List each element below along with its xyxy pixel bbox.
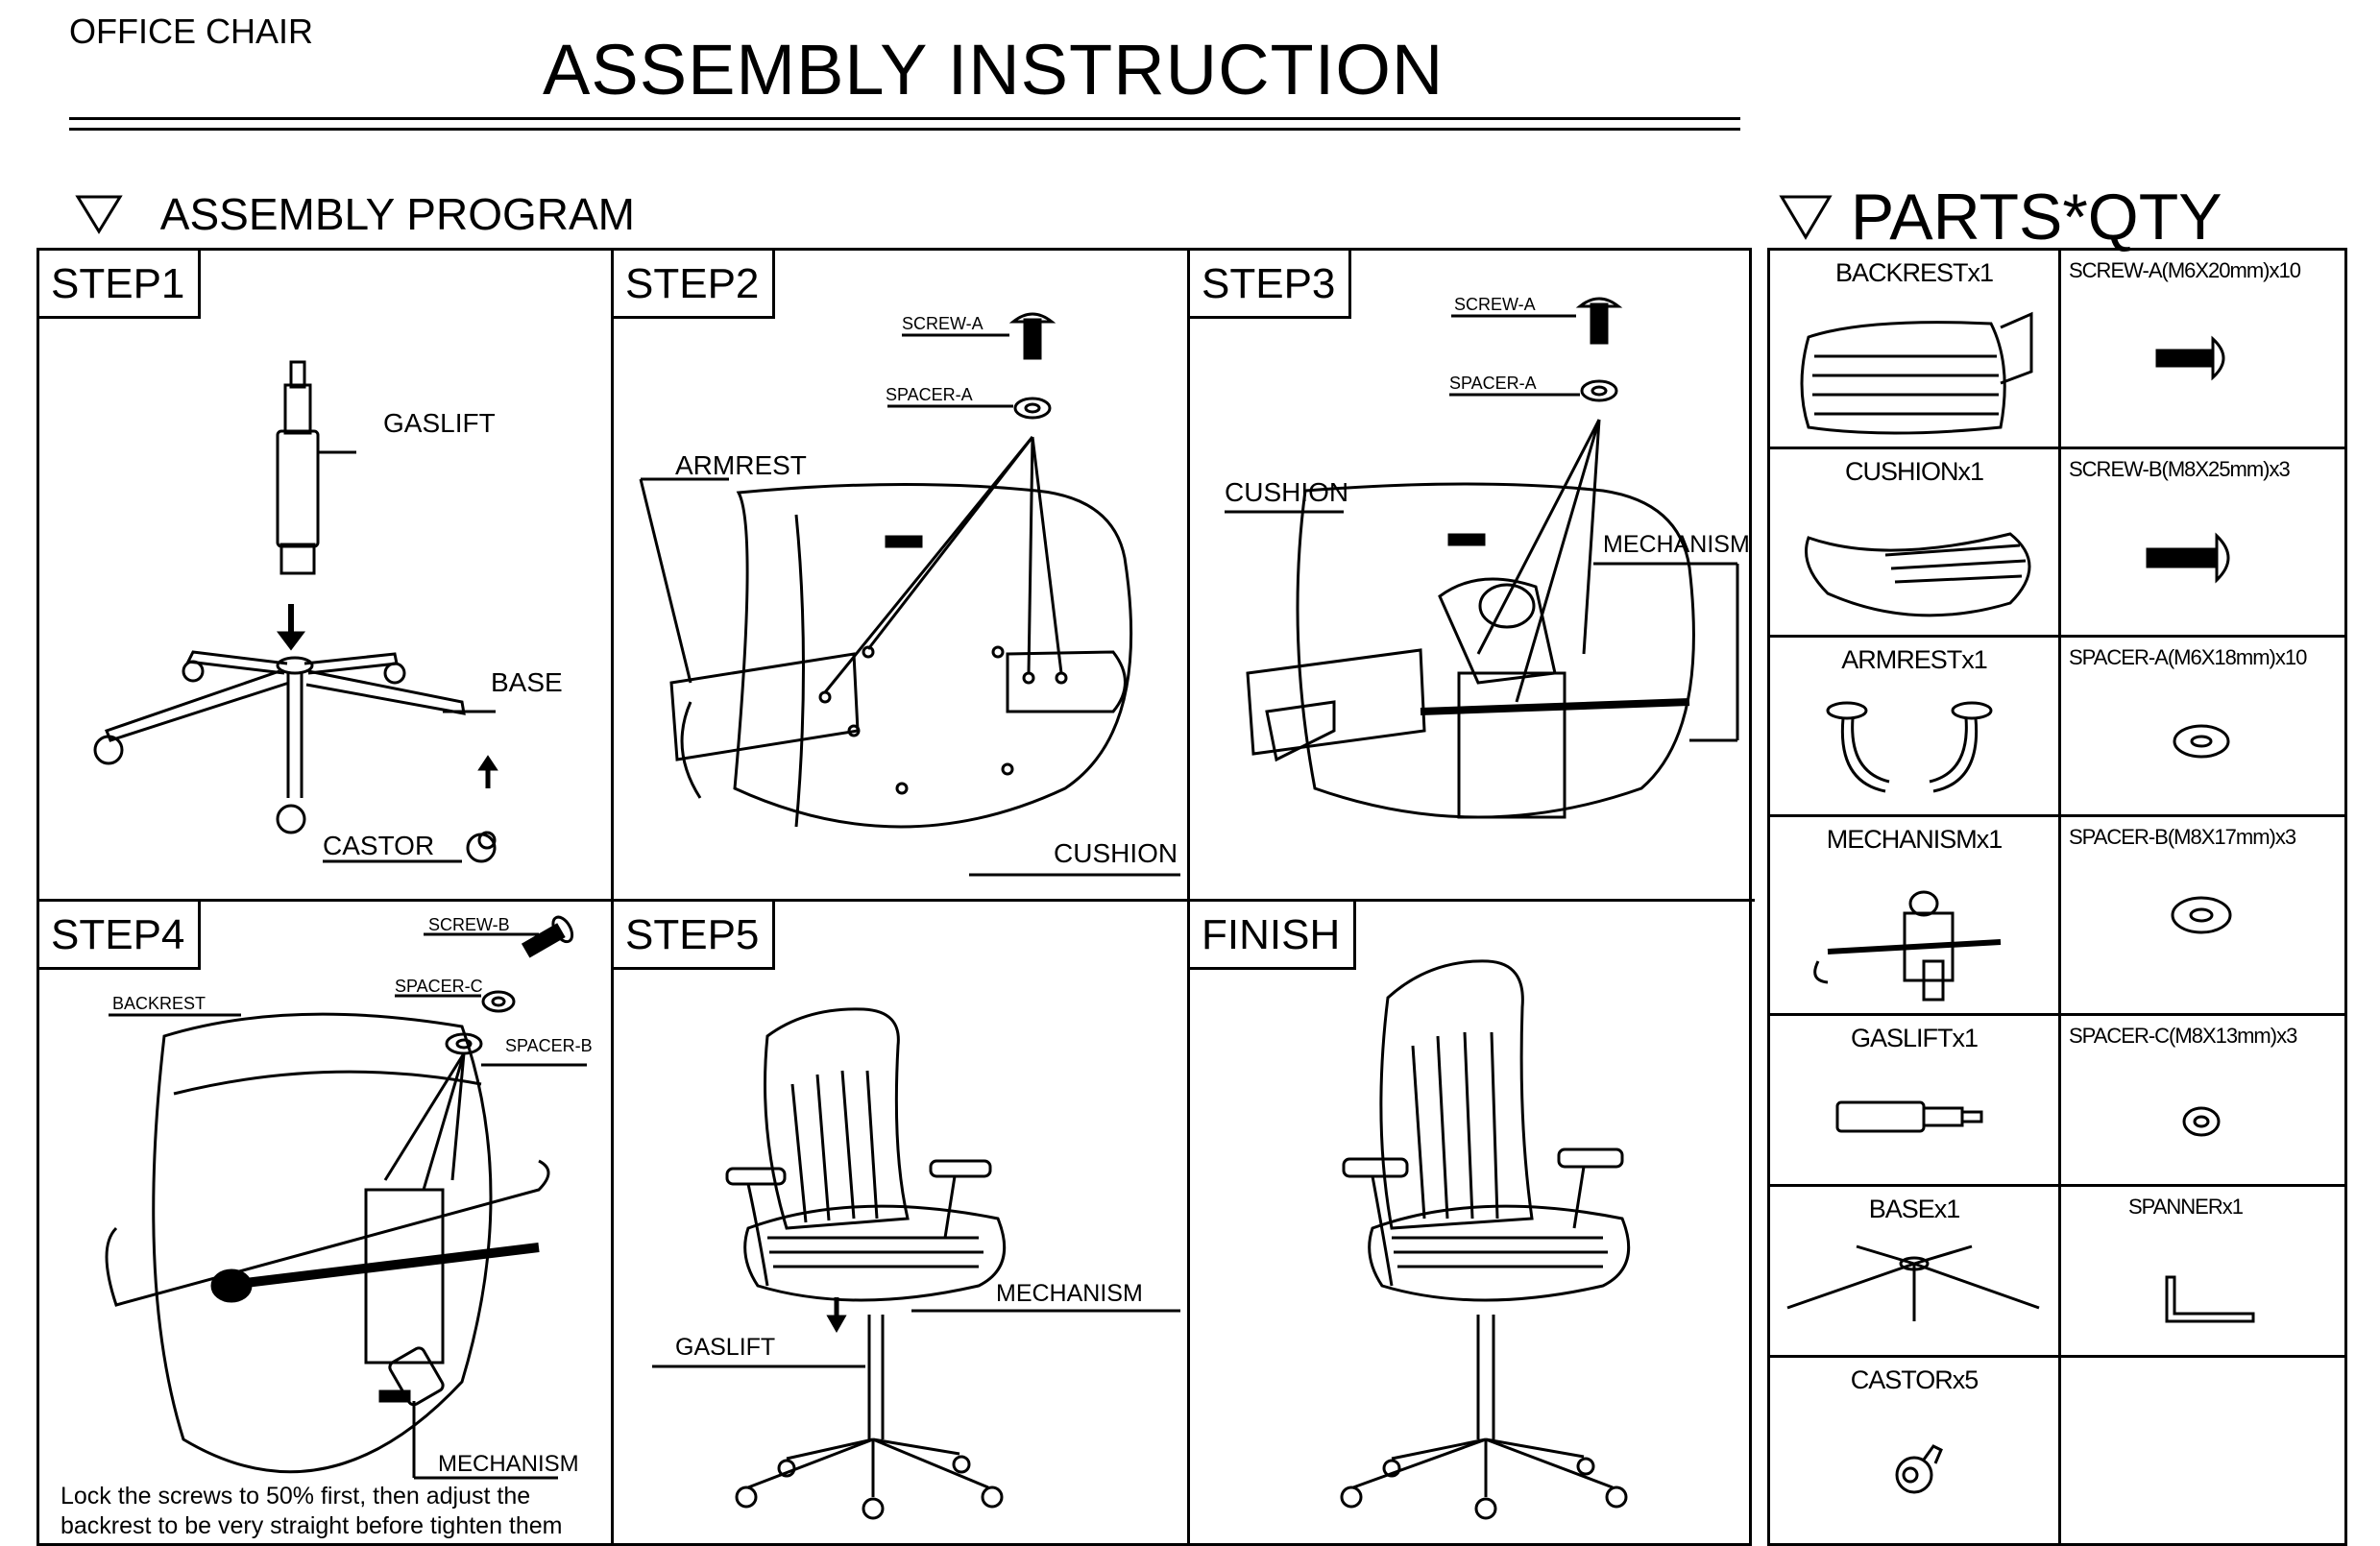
parts-heading: PARTS*QTY	[1779, 175, 2222, 254]
screw-a-icon	[2155, 335, 2225, 381]
label-screw-b: SCREW-B	[428, 915, 510, 934]
part-label: SPACER-C(M8X13mm)x3	[2069, 1024, 2297, 1048]
mechanism-icon	[1813, 890, 2002, 1002]
step2-panel: STEP2 SCREW-A SPACER-A A	[614, 251, 1190, 902]
part-spacer-b: SPACER-B(M8X17mm)x3	[2061, 817, 2344, 1016]
triangle-down-icon	[75, 195, 123, 234]
part-mechanism: MECHANISMx1	[1770, 817, 2061, 1016]
step-tag: STEP2	[614, 251, 776, 319]
part-label: SPACER-B(M8X17mm)x3	[2069, 825, 2296, 849]
part-label: MECHANISMx1	[1826, 825, 2004, 854]
parts-grid: BACKRESTx1 SCREW-A(M6X20mm)x10 CUSHIONx1…	[1767, 248, 2347, 1546]
label-cushion: CUSHION	[1054, 838, 1178, 868]
part-label: SCREW-B(M8X25mm)x3	[2069, 457, 2291, 481]
gaslift-icon	[1835, 1100, 1983, 1133]
mechanism-cushion-drawing	[1225, 297, 1739, 819]
screw-b-icon	[2146, 532, 2230, 584]
title-rule-top	[69, 117, 1740, 120]
label-cushion: CUSHION	[1225, 477, 1349, 507]
label-backrest: BACKREST	[112, 994, 206, 1013]
spacer-a-icon	[2173, 724, 2230, 759]
part-screw-a: SCREW-A(M6X20mm)x10	[2061, 251, 2344, 449]
step1-panel: STEP1 GASLIFT BASE CASTOR	[39, 251, 614, 902]
label-gaslift: GASLIFT	[675, 1334, 776, 1361]
label-mechanism: MECHANISM	[996, 1280, 1143, 1307]
finished-chair-drawing	[1340, 959, 1631, 1520]
part-empty	[2061, 1358, 2344, 1543]
part-backrest: BACKRESTx1	[1770, 251, 2061, 449]
step-tag: STEP3	[1190, 251, 1352, 319]
part-base: BASEx1	[1770, 1187, 2061, 1358]
backrest-mechanism-drawing	[105, 915, 587, 1480]
spanner-icon	[2165, 1275, 2255, 1323]
part-castor: CASTORx5	[1770, 1358, 2061, 1543]
gaslift-base-drawing	[93, 360, 498, 863]
castor-icon	[1895, 1444, 1943, 1494]
label-mechanism: MECHANISM	[1603, 531, 1750, 558]
label-spacer-a: SPACER-A	[1449, 374, 1537, 393]
label-spacer-c: SPACER-C	[395, 977, 483, 996]
cushion-icon	[1805, 532, 2031, 617]
step-tag: STEP5	[614, 902, 776, 970]
part-label: CUSHIONx1	[1844, 457, 1984, 486]
triangle-down-icon	[1779, 195, 1833, 240]
part-armrest: ARMRESTx1	[1770, 638, 2061, 817]
title-rule-bottom	[69, 128, 1740, 131]
spacer-b-icon	[2171, 896, 2232, 934]
label-mechanism: MECHANISM	[438, 1451, 579, 1477]
base-icon	[1786, 1244, 2040, 1321]
part-screw-b: SCREW-B(M8X25mm)x3	[2061, 449, 2344, 638]
document-label: OFFICE CHAIR	[69, 12, 314, 51]
assembly-note: Lock the screws to 50% first, then adjus…	[61, 1483, 563, 1539]
label-armrest: ARMREST	[675, 450, 807, 480]
step5-panel: STEP5 MECHANISM GASLIFT	[614, 902, 1190, 1543]
part-label: SCREW-A(M6X20mm)x10	[2069, 258, 2301, 282]
part-label: BASEx1	[1868, 1195, 1961, 1223]
label-screw-a: SCREW-A	[902, 314, 984, 333]
label-castor: CASTOR	[323, 831, 435, 860]
backrest-icon	[1800, 311, 2033, 435]
label-gaslift: GASLIFT	[383, 408, 496, 438]
step-tag: STEP4	[39, 902, 202, 970]
part-spacer-a: SPACER-A(M6X18mm)x10	[2061, 638, 2344, 817]
label-screw-a: SCREW-A	[1454, 295, 1536, 314]
step-tag: FINISH	[1190, 902, 1357, 970]
finish-panel: FINISH	[1190, 902, 1755, 1543]
part-label: CASTORx5	[1850, 1365, 1979, 1394]
part-label: ARMRESTx1	[1841, 645, 1988, 674]
step4-panel: STEP4 SCREW-B SPACER-C SPACER-B BA	[39, 902, 614, 1543]
part-label: BACKRESTx1	[1834, 258, 1994, 287]
part-spacer-c: SPACER-C(M8X13mm)x3	[2061, 1016, 2344, 1187]
label-spacer-b: SPACER-B	[505, 1036, 593, 1055]
armrest-cushion-drawing	[639, 312, 1180, 877]
armrest-icon	[1826, 701, 1993, 793]
step3-panel: STEP3 SCREW-A SPACER-A CUSHION MEC	[1190, 251, 1755, 902]
part-cushion: CUSHIONx1	[1770, 449, 2061, 638]
assembly-grid: STEP1 GASLIFT BASE CASTOR	[36, 248, 1755, 1546]
page-title: ASSEMBLY INSTRUCTION	[543, 30, 1445, 109]
part-gaslift: GASLIFTx1	[1770, 1016, 2061, 1187]
part-spanner: SPANNERx1	[2061, 1187, 2344, 1358]
step-tag: STEP1	[39, 251, 202, 319]
part-label: SPANNERx1	[2128, 1195, 2244, 1219]
parts-title: PARTS*QTY	[1850, 181, 2222, 254]
assembly-program-title: ASSEMBLY PROGRAM	[159, 188, 635, 239]
spacer-c-icon	[2182, 1106, 2221, 1137]
chair-gaslift-drawing	[652, 1007, 1180, 1520]
assembly-program-heading: ASSEMBLY PROGRAM	[75, 184, 635, 240]
part-label: SPACER-A(M6X18mm)x10	[2069, 645, 2307, 669]
part-label: GASLIFTx1	[1850, 1024, 1979, 1052]
label-base: BASE	[491, 667, 563, 697]
label-spacer-a: SPACER-A	[886, 385, 973, 404]
